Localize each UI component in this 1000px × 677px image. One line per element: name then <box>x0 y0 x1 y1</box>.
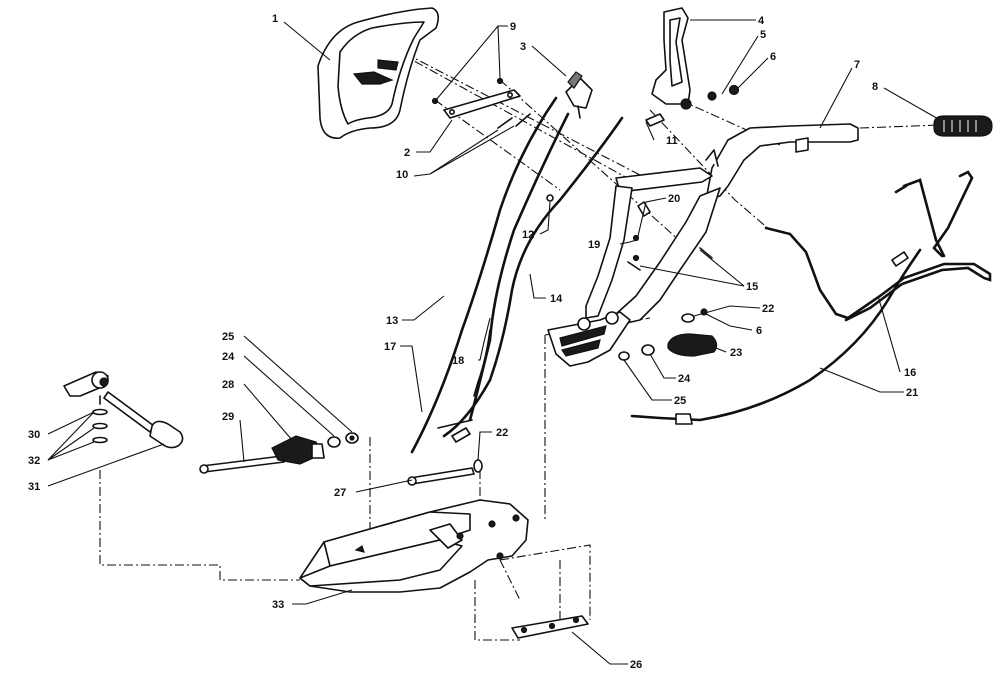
bolt-center-part <box>407 459 483 486</box>
handlebar-part <box>585 123 859 325</box>
callout-16: 16 <box>904 367 916 379</box>
callout-12: 12 <box>522 229 534 241</box>
bracket-part <box>431 77 531 129</box>
upper-lever-part <box>645 7 740 127</box>
leader-lines <box>47 19 941 665</box>
callout-27: 27 <box>334 487 346 499</box>
callout-25b: 25 <box>674 395 686 407</box>
callout-30: 30 <box>28 429 40 441</box>
cables <box>410 96 922 454</box>
callout-2: 2 <box>404 147 410 159</box>
callout-6a: 6 <box>770 51 776 63</box>
callout-24a: 24 <box>222 351 235 363</box>
callout-22a: 22 <box>762 303 774 315</box>
callout-3: 3 <box>520 41 526 53</box>
callout-18: 18 <box>452 355 464 367</box>
callout-8: 8 <box>872 81 878 93</box>
small-hardware <box>546 194 713 271</box>
callout-17: 17 <box>384 341 396 353</box>
callout-21: 21 <box>906 387 918 399</box>
callout-13: 13 <box>386 315 398 327</box>
callout-31: 31 <box>28 481 40 493</box>
callout-labels: 1 2 3 4 5 6 7 8 9 10 11 12 13 14 15 16 1… <box>28 13 918 671</box>
callout-24b: 24 <box>678 373 691 385</box>
shift-lever-part <box>63 371 184 449</box>
callout-11: 11 <box>666 135 678 147</box>
callout-28: 28 <box>222 379 234 391</box>
control-lever-part <box>565 71 593 119</box>
callout-19: 19 <box>588 239 600 251</box>
hinge-plate-part <box>511 615 589 639</box>
callout-29: 29 <box>222 411 234 423</box>
callout-10: 10 <box>396 169 408 181</box>
callout-6b: 6 <box>756 325 762 337</box>
callout-4: 4 <box>758 15 765 27</box>
lower-shroud-part <box>299 499 529 593</box>
callout-23: 23 <box>730 347 742 359</box>
callout-22b: 22 <box>496 427 508 439</box>
grip-part <box>933 115 993 137</box>
callout-20: 20 <box>668 193 680 205</box>
callout-26: 26 <box>630 659 642 671</box>
handle-base-housing-part <box>547 311 631 367</box>
callout-15: 15 <box>746 281 758 293</box>
handle-cover-part <box>317 7 440 139</box>
callout-1: 1 <box>272 13 278 25</box>
callout-7: 7 <box>854 59 860 71</box>
callout-25a: 25 <box>222 331 234 343</box>
callout-32: 32 <box>28 455 40 467</box>
callout-5: 5 <box>760 29 766 41</box>
callout-9: 9 <box>510 21 516 33</box>
knob-bolt-group-left <box>199 432 359 474</box>
callout-33: 33 <box>272 599 284 611</box>
bail-wire-part <box>764 170 992 322</box>
callout-14: 14 <box>550 293 563 305</box>
